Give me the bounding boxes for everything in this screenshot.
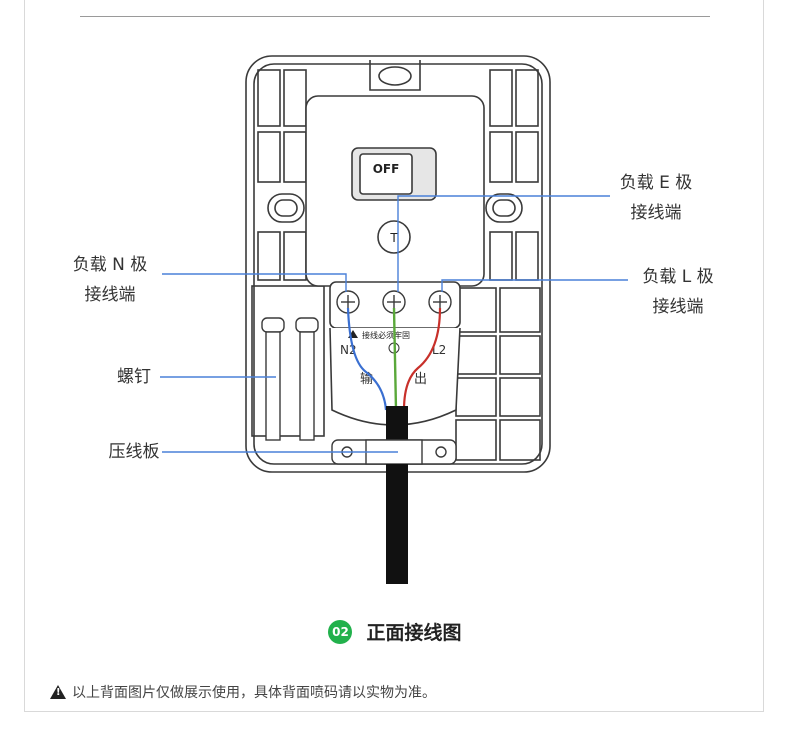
caption-number-badge: 02 (328, 619, 353, 644)
figure-caption: 02 正面接线图 (0, 618, 790, 645)
test-button-label[interactable]: T (389, 231, 398, 245)
label-load-e: 负载 E 极 接线端 (619, 173, 693, 223)
terminal-screws (336, 290, 452, 314)
blue-wire (346, 307, 388, 411)
switch-off-label: OFF (373, 162, 400, 176)
green-wire (392, 307, 398, 411)
terminal-warning-text: 接线必须牢固 (362, 330, 410, 340)
long-screws (261, 317, 319, 441)
caption-title: 正面接线图 (366, 622, 462, 644)
leader-lines (160, 195, 628, 453)
label-load-l: 负载 L 极 接线端 (642, 267, 714, 317)
red-wire (402, 307, 442, 411)
label-clamp: 压线板 (108, 442, 160, 462)
terminal-l-label: L2 (432, 343, 446, 357)
disclaimer: 以上背面图片仅做展示使用，具体背面喷码请以实物为准。 (50, 682, 436, 702)
warning-icon (50, 685, 66, 699)
page-frame (24, 0, 764, 712)
label-screw: 螺钉 (117, 367, 151, 387)
label-load-n: 负载 N 极 接线端 (72, 255, 148, 305)
disclaimer-text: 以上背面图片仅做展示使用，具体背面喷码请以实物为准。 (72, 685, 436, 701)
output-right-label: 出 (414, 372, 427, 387)
top-divider (80, 16, 710, 17)
